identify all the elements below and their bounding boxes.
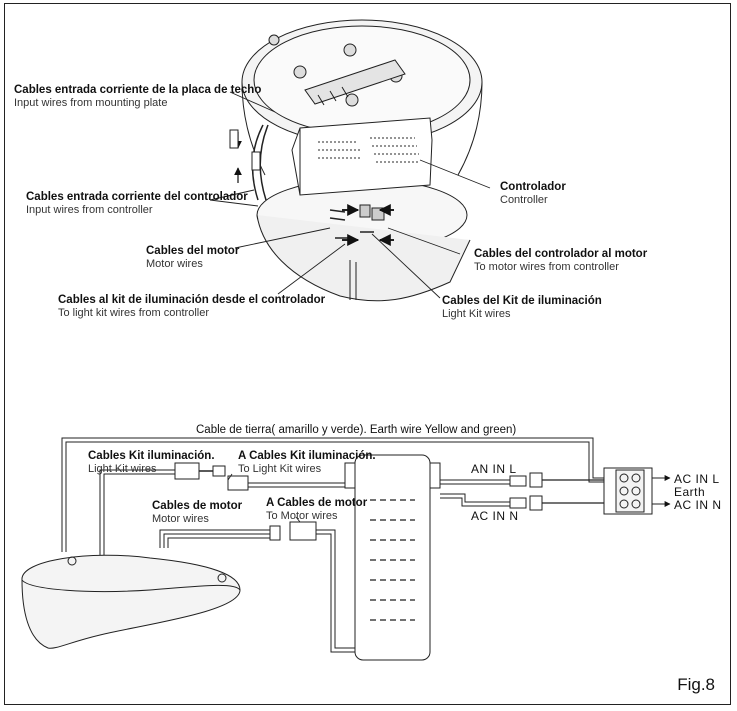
terminal-ac-in-l: AC IN L bbox=[674, 472, 720, 486]
callout-light-kit-wires: Cables del Kit de iluminación Light Kit … bbox=[442, 295, 602, 320]
controller-box bbox=[291, 117, 433, 196]
callout-light-kit-from-controller: Cables al kit de iluminación desde el co… bbox=[58, 294, 326, 319]
wiring-leaders bbox=[227, 473, 301, 523]
canopy-illustration bbox=[229, 19, 483, 302]
terminal-block bbox=[603, 467, 671, 515]
to-light-kit-wires-label: A Cables Kit iluminación. To Light Kit w… bbox=[238, 450, 376, 475]
figure-frame bbox=[4, 3, 731, 705]
figure-label: Fig.8 bbox=[677, 675, 715, 694]
an-in-l-wire-label: AN IN L bbox=[471, 462, 517, 476]
callout-motor-wires: Cables del motor Motor wires bbox=[146, 245, 240, 270]
ac-in-n-wire-label: AC IN N bbox=[471, 509, 519, 523]
to-motor-wires-label: A Cables de motor To Motor wires bbox=[266, 497, 368, 522]
callout-input-wires-mounting-plate: Cables entrada corriente de la placa de … bbox=[14, 84, 262, 109]
light-kit-wires-label: Cables Kit iluminación. Light Kit wires bbox=[88, 450, 215, 475]
earth-wire-label: Cable de tierra( amarillo y verde). Eart… bbox=[196, 424, 517, 436]
terminal-ac-in-n: AC IN N bbox=[674, 498, 722, 512]
callout-leaders bbox=[209, 91, 491, 299]
terminal-earth: Earth bbox=[674, 485, 706, 499]
controller-unit bbox=[344, 454, 441, 661]
callout-controller-to-motor: Cables del controlador al motor To motor… bbox=[474, 248, 648, 273]
wiring-schematic bbox=[21, 437, 671, 661]
callout-controller: Controlador Controller bbox=[500, 181, 566, 206]
motor-wires-label: Cables de motor Motor wires bbox=[152, 500, 243, 525]
callout-input-wires-controller: Cables entrada corriente del controlador… bbox=[26, 191, 248, 216]
fan-motor-housing bbox=[21, 554, 241, 649]
